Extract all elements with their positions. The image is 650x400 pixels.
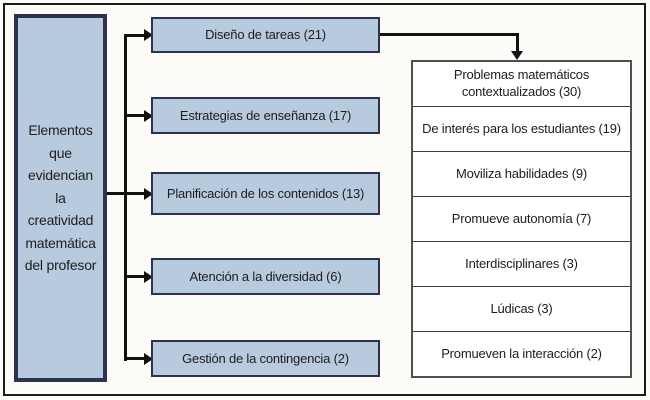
arrow-right-icon: [144, 270, 153, 283]
root-label-line: evidencian: [28, 167, 93, 184]
detail-label: Problemas matemáticos contextualizados (…: [453, 67, 590, 99]
root-label-line: Elementos: [28, 122, 93, 139]
root-label-line: creatividad: [27, 212, 94, 229]
category-box-atencion-a-la-diversidad: Atención a la diversidad (6): [151, 258, 380, 295]
detail-label: Lúdicas (3): [490, 300, 553, 316]
detail-label: Interdisciplinares (3): [465, 255, 578, 271]
root-label-line: que: [49, 144, 72, 161]
root-label-line: matemática: [25, 234, 96, 251]
root-label-line: la: [55, 189, 66, 206]
root-label-line: del profesor: [24, 257, 97, 274]
table-row: Lúdicas (3): [413, 287, 630, 332]
category-label: Atención a la diversidad (6): [189, 268, 342, 284]
trunk-line: [123, 33, 127, 361]
arrow-right-icon: [144, 352, 153, 365]
detail-label: Promueve autonomía (7): [451, 210, 592, 226]
table-row: De interés para los estudiantes (19): [413, 107, 630, 152]
branch-line-1: [124, 33, 145, 37]
table-row: Problemas matemáticos contextualizados (…: [413, 62, 630, 107]
arrow-right-icon: [144, 29, 153, 41]
detail-arrow-horizontal-line: [380, 32, 519, 36]
arrow-right-icon: [144, 109, 153, 122]
arrow-down-icon: [511, 51, 523, 60]
category-box-diseno-de-tareas: Diseño de tareas (21): [151, 17, 380, 53]
detail-label: De interés para los estudiantes (19): [422, 120, 621, 136]
detail-label: Promueven la interacción (2): [441, 345, 602, 361]
category-box-gestion-de-la-contingencia: Gestión de la contingencia (2): [151, 340, 380, 377]
table-row: Promueve autonomía (7): [413, 197, 630, 242]
branch-line-2: [124, 113, 145, 118]
root-node-box: Elementos que evidencian la creatividad …: [14, 14, 107, 382]
root-connector-line: [104, 191, 145, 196]
category-label: Estrategias de enseñanza (17): [179, 107, 352, 123]
detail-label: Moviliza habilidades (9): [455, 165, 588, 181]
category-label: Planificación de los contenidos (13): [166, 185, 365, 201]
arrow-right-icon: [144, 187, 153, 200]
category-box-estrategias-de-ensenanza: Estrategias de enseñanza (17): [151, 97, 380, 134]
table-row: Moviliza habilidades (9): [413, 152, 630, 197]
category-box-planificacion-de-los-contenidos: Planificación de los contenidos (13): [151, 172, 380, 215]
detail-arrow-vertical-line: [515, 32, 519, 53]
branch-line-5: [124, 356, 145, 361]
task-details-table: Problemas matemáticos contextualizados (…: [411, 60, 632, 378]
table-row: Promueven la interacción (2): [413, 332, 630, 376]
category-label: Gestión de la contingencia (2): [182, 350, 349, 366]
category-label: Diseño de tareas (21): [205, 27, 326, 43]
branch-line-4: [124, 274, 145, 279]
table-row: Interdisciplinares (3): [413, 242, 630, 287]
